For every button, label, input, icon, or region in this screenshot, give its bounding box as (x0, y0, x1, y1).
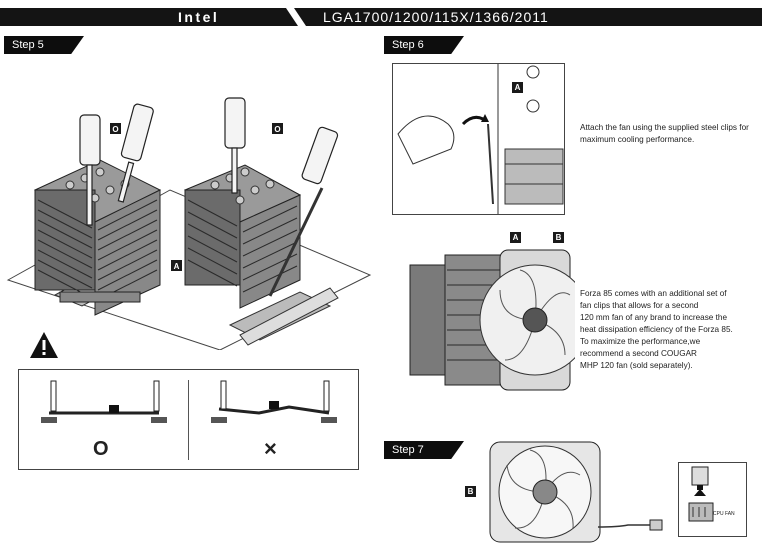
header-brand: Intel (178, 9, 220, 25)
screwdriver-icon (79, 97, 339, 226)
fan-illustration (489, 441, 601, 543)
fan-cable (598, 519, 663, 531)
second-fan-line-7: MHP 120 fan (sold separately). (580, 361, 693, 370)
step6-tag: Step 6 (384, 36, 464, 54)
connector-box: CPU FAN (678, 462, 747, 537)
cooler-1-illustration (33, 159, 162, 316)
step5-illustration: O O A (6, 97, 372, 350)
step7-tag: Step 7 (384, 441, 464, 459)
marker-a-attach: A (512, 82, 523, 93)
second-fan-line-2: fan clips that allows for a second (580, 301, 699, 310)
wrong-symbol: × (264, 436, 277, 461)
correct-symbol: O (93, 438, 109, 460)
marker-o-2: O (274, 125, 280, 134)
header-bar (0, 8, 762, 26)
second-fan-line-6: recommend a second COUGAR (580, 349, 697, 358)
step5-tag: Step 5 (4, 36, 84, 54)
comparison-box: O × (18, 369, 359, 470)
second-fan-caption: Forza 85 comes with an additional set of… (580, 288, 760, 372)
attach-caption: Attach the fan using the supplied steel … (580, 123, 749, 144)
comparison-divider (188, 380, 189, 460)
marker-a-cooler: A (510, 232, 521, 243)
incorrect-install-diagram (211, 380, 337, 423)
marker-b-fan: B (465, 486, 476, 497)
dual-fan-cooler-illustration (409, 249, 575, 391)
correct-install-diagram (41, 380, 167, 423)
connector-label: CPU FAN (713, 511, 735, 517)
step6-attach-box: A (392, 63, 565, 215)
marker-a-step5: A (174, 262, 180, 271)
second-fan-line-3: 120 mm fan of any brand to increase the (580, 313, 728, 322)
connector-icon (688, 466, 714, 522)
second-fan-line-4: heat dissipation efficiency of the Forza… (580, 325, 733, 334)
second-fan-line-5: To maximize the performance,we (580, 337, 701, 346)
header: Intel LGA1700/1200/115X/1366/2011 (0, 0, 762, 30)
second-fan-line-1: Forza 85 comes with an additional set of (580, 289, 727, 298)
cooler-2-illustration (183, 164, 324, 309)
header-sockets: LGA1700/1200/115X/1366/2011 (323, 9, 549, 25)
header-divider (286, 8, 306, 26)
warning-icon (30, 332, 58, 358)
fan-clip-illustration (397, 64, 564, 214)
marker-o-1: O (112, 125, 118, 134)
marker-b-cooler: B (553, 232, 564, 243)
